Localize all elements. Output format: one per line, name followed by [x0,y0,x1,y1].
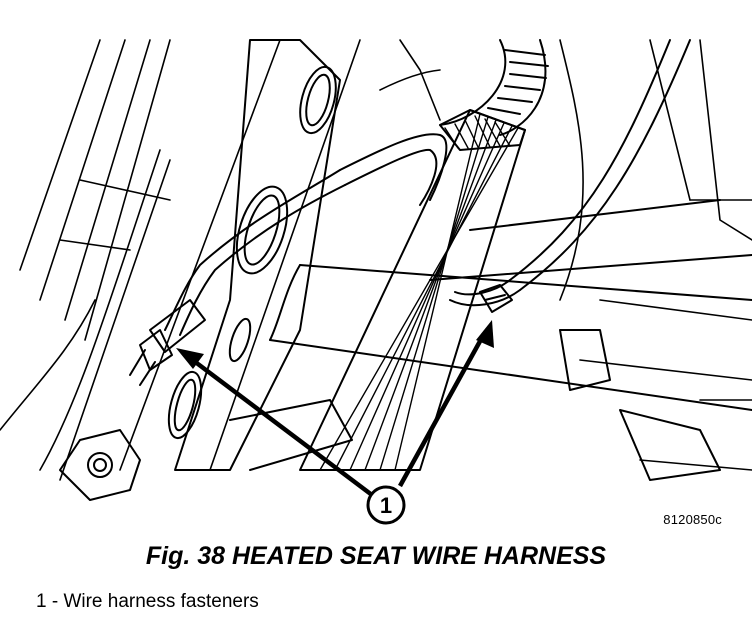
heater-wire-right [449,39,691,313]
callout-number: 1 [380,493,392,518]
callout-arrow-right [398,332,486,488]
lower-bracket [59,329,721,501]
upper-conduit [439,39,549,136]
callout-arrows [188,332,486,497]
figure-id: 8120850c [663,512,722,527]
ribbon-harness [299,109,526,471]
seat-frame-lines [0,39,752,481]
heated-seat-harness-illustration: 1 [0,39,752,525]
heater-wire-left [129,133,448,386]
arrowhead-right [476,320,494,348]
seat-cross-tube [269,199,752,411]
figure-caption: Fig. 38 HEATED SEAT WIRE HARNESS [145,542,607,570]
callout-arrow-left [188,356,374,497]
legend-item: 1 - Wire harness fasteners [36,591,259,612]
arrowhead-left [176,348,204,369]
callout-badge: 1 [366,485,406,525]
